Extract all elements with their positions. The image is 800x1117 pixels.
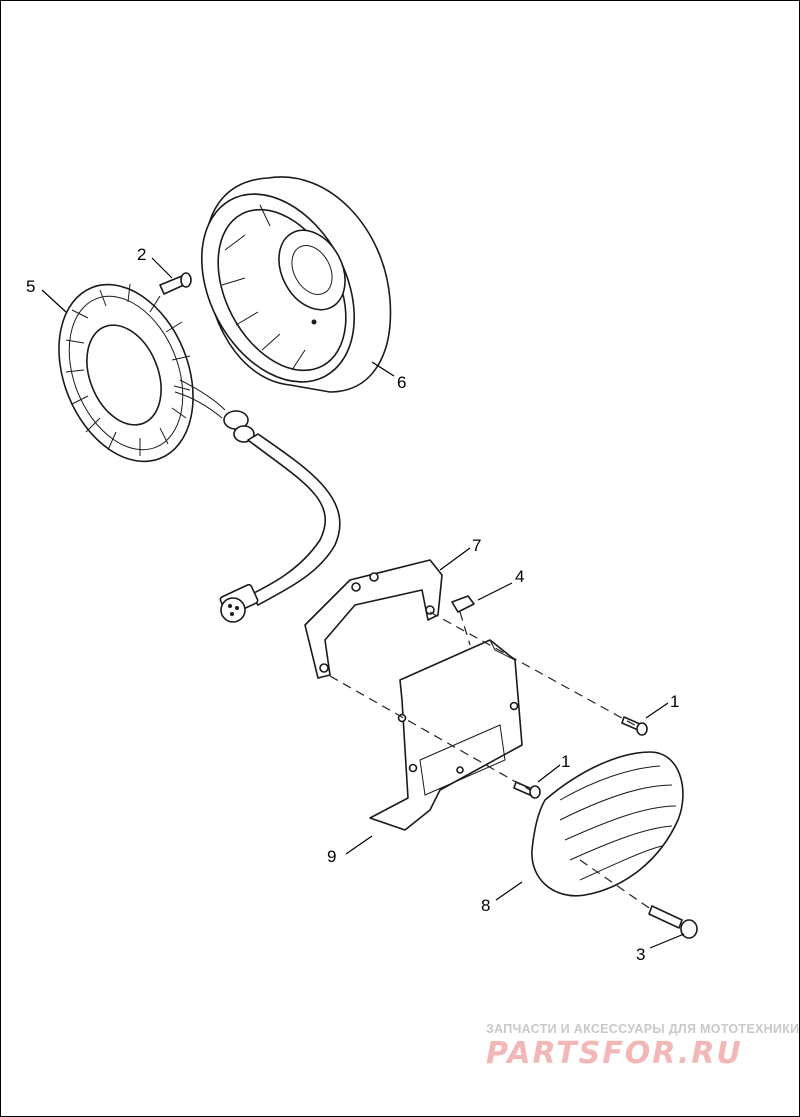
- assembly-lines: [329, 611, 653, 911]
- regulator-part-8: [531, 751, 684, 897]
- callout-4: 4: [515, 567, 524, 586]
- stator-wiring-harness: [174, 379, 341, 623]
- watermark-logo: PARTSFOR.RU: [486, 1036, 743, 1071]
- callout-7: 7: [472, 536, 481, 555]
- bolt-part-3: [648, 905, 698, 939]
- bolt-part-1-upper: [621, 716, 648, 736]
- watermark-tagline: ЗАПЧАСТИ И АКСЕССУАРЫ ДЛЯ МОТОТЕХНИКИ: [486, 1022, 800, 1036]
- callout-1-upper: 1: [670, 692, 679, 711]
- bolt-part-2: [159, 272, 192, 295]
- callout-1-lower: 1: [561, 752, 570, 771]
- callout-3: 3: [636, 945, 645, 964]
- clip-nut-part-4: [451, 595, 475, 613]
- mounting-plate-part-9: [369, 639, 523, 831]
- bracket-part-7: [304, 559, 443, 679]
- stator-part: [58, 283, 194, 463]
- bolt-part-1-lower: [513, 781, 541, 799]
- callout-9: 9: [327, 847, 336, 866]
- callout-8: 8: [481, 896, 490, 915]
- leader-lines: [41, 257, 685, 949]
- callout-2: 2: [137, 245, 146, 264]
- callout-6: 6: [397, 373, 406, 392]
- callout-5: 5: [26, 277, 35, 296]
- rotor-part: [200, 176, 392, 393]
